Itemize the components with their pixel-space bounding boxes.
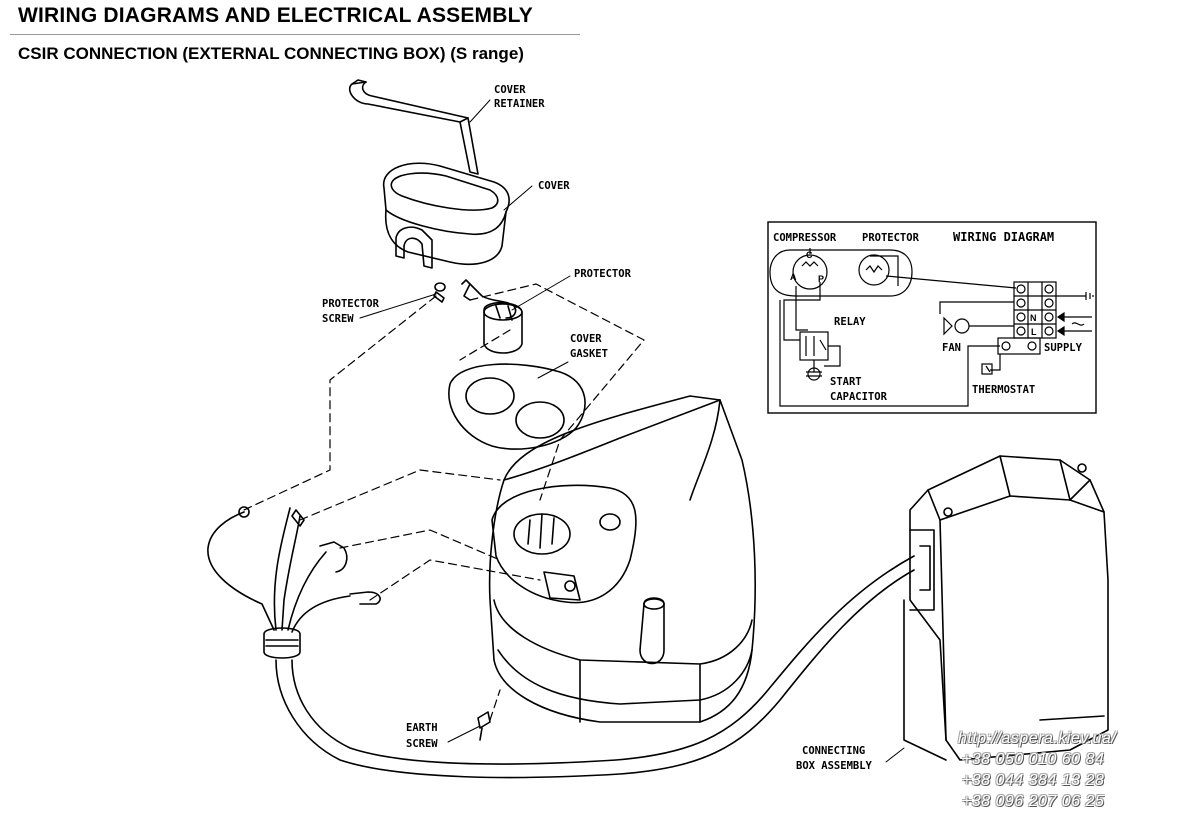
cover-part [382,162,510,269]
watermark-url: http://aspera.kiev.ua/ [958,730,1117,747]
wd-compressor-label: COMPRESSOR [773,232,837,244]
wd-pin-a: A [790,272,797,282]
connecting-box-part [903,455,1109,761]
wiring-diagram-title: WIRING DIAGRAM [953,230,1054,244]
cover-gasket-part [448,363,586,450]
protector-screw-label-2: SCREW [322,313,354,325]
wd-compressor-symbol [792,254,828,290]
wd-compressor-housing [769,249,913,297]
wd-pin-p: P [818,274,824,284]
protector-screw-label-1: PROTECTOR [322,298,380,310]
earth-screw-part [477,711,491,741]
cover-label: COVER [538,180,570,192]
wiring-diagram-frame [767,221,1097,414]
assembly-dashed-lines [243,283,645,721]
cover-gasket-label-1: COVER [570,333,602,345]
cover-retainer-label-2: RETAINER [494,98,545,110]
protector-label: PROTECTOR [574,268,632,280]
cover-retainer-part [348,79,479,175]
wd-start-label: START [830,376,862,388]
wd-protector-symbol [858,254,890,286]
page-title: WIRING DIAGRAMS AND ELECTRICAL ASSEMBLY [18,4,533,27]
wd-terminal-n: N [1030,313,1037,323]
title-divider [10,34,580,35]
earth-screw-label-2: SCREW [406,738,438,750]
wd-fan-label: FAN [942,342,961,354]
watermark-phone-2: +38 044 384 13 28 [962,772,1105,789]
wd-pin-c: C [806,250,813,260]
protector-screw-part [433,282,446,303]
cover-retainer-label-1: COVER [494,84,526,96]
compressor-body [488,395,756,723]
wiring-diagram-inset: WIRING DIAGRAM COMPRESSOR PROTECTOR [767,221,1097,414]
wd-protector-label: PROTECTOR [862,232,920,244]
wd-terminal-l: L [1031,327,1037,337]
earth-screw-label-1: EARTH [406,722,438,734]
wire-harness [207,506,915,779]
protector-part [461,279,523,354]
watermark-phone-3: +38 096 207 06 25 [962,793,1105,810]
wd-supply-label: SUPPLY [1044,342,1083,354]
wd-thermostat-label: THERMOSTAT [972,384,1035,396]
connecting-box-label-1: CONNECTING [802,745,865,757]
connecting-box-label-2: BOX ASSEMBLY [796,760,873,772]
watermark-phone-1: +38 050 010 60 84 [962,751,1105,768]
wd-capacitor-symbol [807,367,821,381]
wd-capacitor-label: CAPACITOR [830,391,888,403]
cover-gasket-label-2: GASKET [570,348,608,360]
page-subtitle: CSIR CONNECTION (EXTERNAL CONNECTING BOX… [18,44,524,63]
wd-thermostat-block [997,337,1041,355]
wd-relay-label: RELAY [834,316,866,328]
callout-leaders [359,99,905,763]
